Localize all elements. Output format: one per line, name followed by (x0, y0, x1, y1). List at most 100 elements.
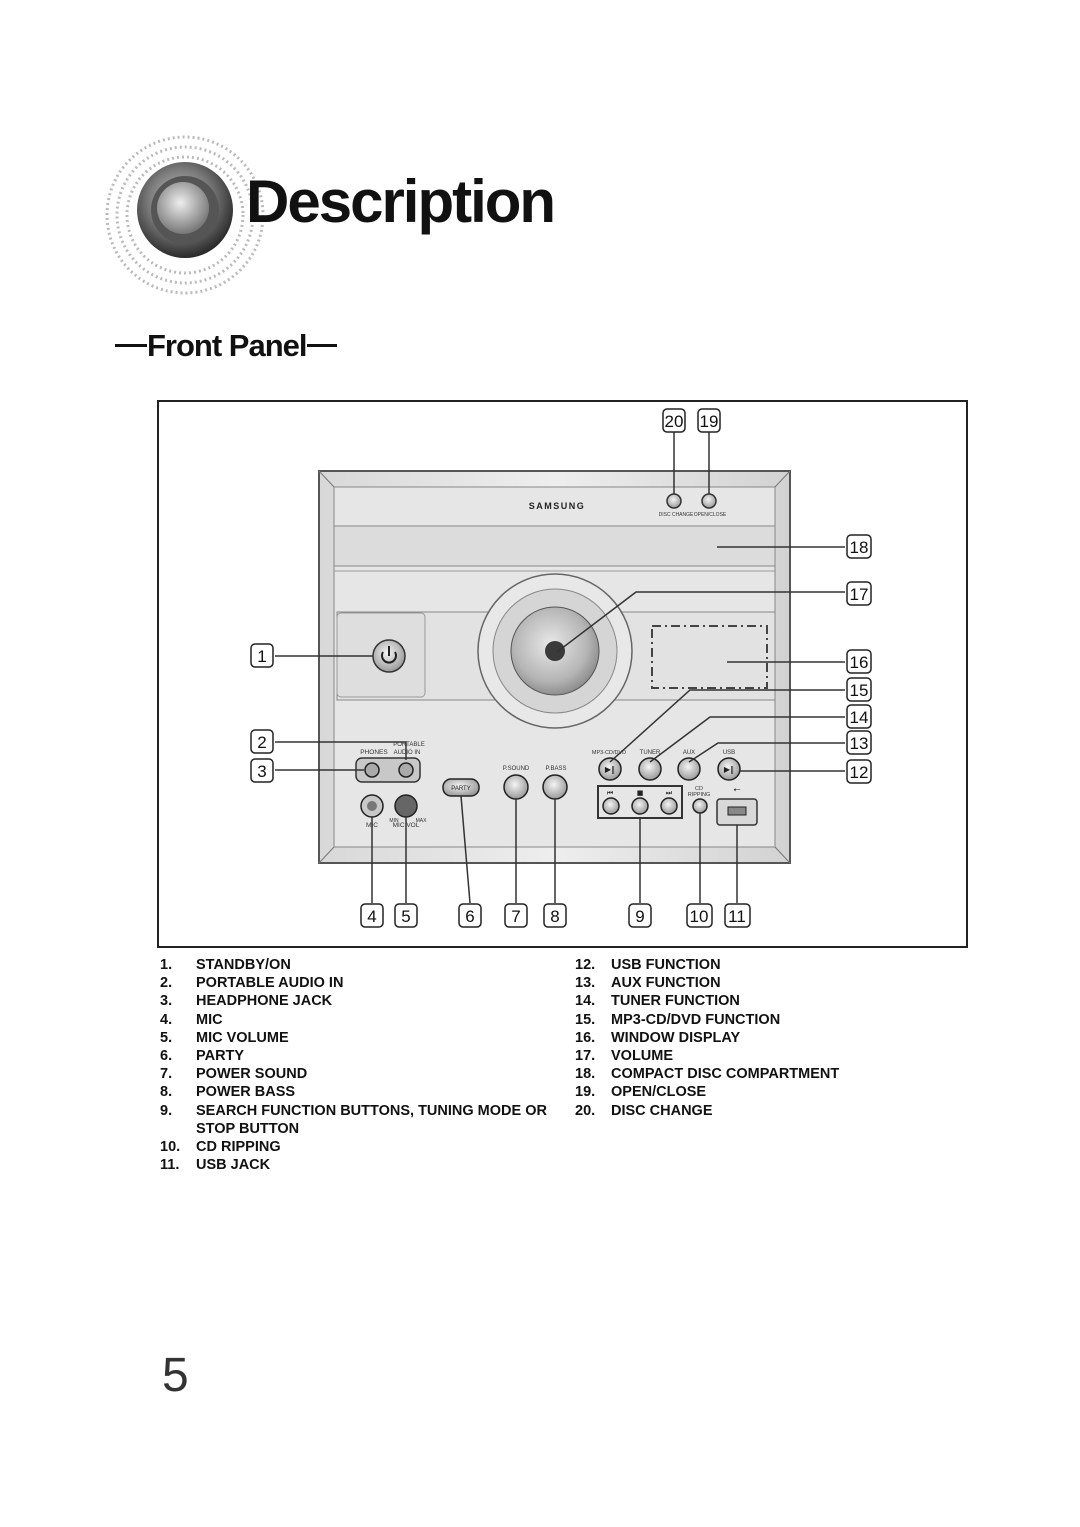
front-panel-figure-frame (157, 400, 968, 948)
portable-audio-in-jack[interactable] (398, 762, 414, 778)
legend-item: 9.SEARCH FUNCTION BUTTONS, TUNING MODE O… (160, 1102, 560, 1138)
mp3-cd-dvd-label: MP3-CD/DVD (592, 750, 626, 756)
legend-item: 10. CD RIPPING (160, 1138, 560, 1156)
legend-number: 11. (160, 1157, 180, 1174)
callout-8: 8 (550, 907, 559, 926)
legend-number: 18. (575, 1066, 596, 1083)
legend-item: 6.PARTY (160, 1047, 560, 1065)
callout-14: 14 (850, 708, 869, 727)
power-sound-button[interactable] (503, 774, 529, 800)
usb-label: USB (723, 750, 735, 756)
legend-item: 20.DISC CHANGE (575, 1102, 905, 1120)
title-dash-right (306, 344, 337, 347)
callout-box (250, 729, 274, 754)
headphone-jack[interactable] (364, 762, 380, 778)
legend-text: MP3-CD/DVD FUNCTION (611, 1011, 781, 1028)
aux-label: AUX (683, 750, 695, 756)
legend-text: MIC (196, 1011, 223, 1028)
p-sound-label: P.SOUND (503, 766, 530, 772)
callout-5: 5 (401, 907, 410, 926)
legend-text: MIC VOLUME (196, 1029, 289, 1046)
legend-number: 3. (160, 993, 173, 1010)
legend-text: AUX FUNCTION (611, 975, 721, 992)
cd-ripping-button[interactable] (692, 798, 708, 814)
legend-item: 12. USB FUNCTION (575, 956, 905, 974)
legend-item: 16.WINDOW DISPLAY (575, 1029, 905, 1047)
legend-text: SEARCH FUNCTION BUTTONS, TUNING MODE OR … (196, 1102, 547, 1137)
portable-label: PORTABLE (393, 742, 424, 748)
window-display (651, 625, 768, 689)
stop-icon: ■ (637, 789, 644, 797)
max-label: MAX (416, 818, 428, 824)
legend-item: 7. POWER SOUND (160, 1065, 560, 1083)
power-bass-button[interactable] (542, 774, 568, 800)
legend-item: 15. MP3-CD/DVD FUNCTION (575, 1011, 905, 1029)
legend-number: 17. (575, 1048, 596, 1065)
legend-item: 1.STANDBY/ON (160, 956, 560, 974)
legend-item: 3. HEADPHONE JACK (160, 992, 560, 1010)
stop-button[interactable] (631, 797, 649, 815)
aux-button[interactable] (677, 757, 701, 781)
callout-box (686, 903, 713, 928)
callout-box (394, 903, 418, 928)
leader-lines (275, 432, 845, 904)
search-next-button[interactable] (660, 797, 678, 815)
front-panel-diagram: SAMSUNG DISC CHANGE OPEN/CLOSE PHONES PO… (250, 408, 872, 928)
party-label: PARTY (451, 786, 470, 792)
cd-label: CD (695, 786, 703, 792)
legend-text: TUNER FUNCTION (611, 993, 740, 1010)
legend-number: 6. (160, 1048, 173, 1065)
disc-change-label: DISC CHANGE (659, 512, 694, 518)
mp3-cd-dvd-button[interactable] (598, 757, 622, 781)
callout-3: 3 (257, 762, 266, 781)
phones-label: PHONES (360, 749, 388, 756)
legend-item: 11.USB JACK (160, 1156, 560, 1174)
callout-9: 9 (635, 907, 644, 926)
page-title: Description (246, 168, 556, 235)
legend-number: 7. (160, 1066, 173, 1083)
legend-text: PORTABLE AUDIO IN (196, 975, 344, 992)
callout-4: 4 (367, 907, 376, 926)
legend-text: STANDBY/ON (196, 957, 291, 973)
brand-logo: SAMSUNG (529, 501, 586, 511)
legend-text: CD RIPPING (196, 1139, 281, 1156)
legend-number: 12. (575, 957, 596, 973)
usb-function-button[interactable] (717, 757, 741, 781)
callout-box (360, 903, 384, 928)
legend-item: 19.OPEN/CLOSE (575, 1083, 905, 1101)
open-close-button[interactable] (701, 493, 717, 509)
legend-item: 17.VOLUME (575, 1047, 905, 1065)
legend-text: POWER SOUND (196, 1066, 308, 1083)
search-prev-button[interactable] (602, 797, 620, 815)
callout-17: 17 (850, 585, 869, 604)
callout-16: 16 (850, 653, 869, 672)
callout-box (543, 903, 567, 928)
legend-item: 14.TUNER FUNCTION (575, 992, 905, 1010)
tuner-label: TUNER (640, 750, 661, 756)
mic-volume-knob[interactable] (394, 794, 418, 818)
callout-10: 10 (690, 907, 709, 926)
legend-number: 2. (160, 975, 173, 992)
callout-18: 18 (850, 538, 869, 557)
callout-2: 2 (257, 733, 266, 752)
legend-number: 10. (160, 1139, 181, 1156)
usb-symbol-icon: ⭠ (733, 785, 740, 795)
callout-box (846, 581, 872, 606)
callout-box (628, 903, 652, 928)
legend-text: USB FUNCTION (611, 957, 721, 973)
legend-text: HEADPHONE JACK (196, 993, 333, 1010)
legend-number: 15. (575, 1011, 596, 1028)
disc-change-button[interactable] (666, 493, 682, 509)
callout-box (697, 408, 721, 433)
tuner-button[interactable] (638, 757, 662, 781)
callout-7: 7 (511, 907, 520, 926)
legend-item: 18.COMPACT DISC COMPARTMENT (575, 1065, 905, 1083)
callout-box (250, 643, 274, 668)
callout-box (504, 903, 528, 928)
open-close-label: OPEN/CLOSE (694, 512, 727, 518)
legend-item: 13.AUX FUNCTION (575, 974, 905, 992)
disc-tray (333, 525, 776, 567)
speaker-emblem-icon (105, 135, 265, 295)
callout-box (724, 903, 751, 928)
